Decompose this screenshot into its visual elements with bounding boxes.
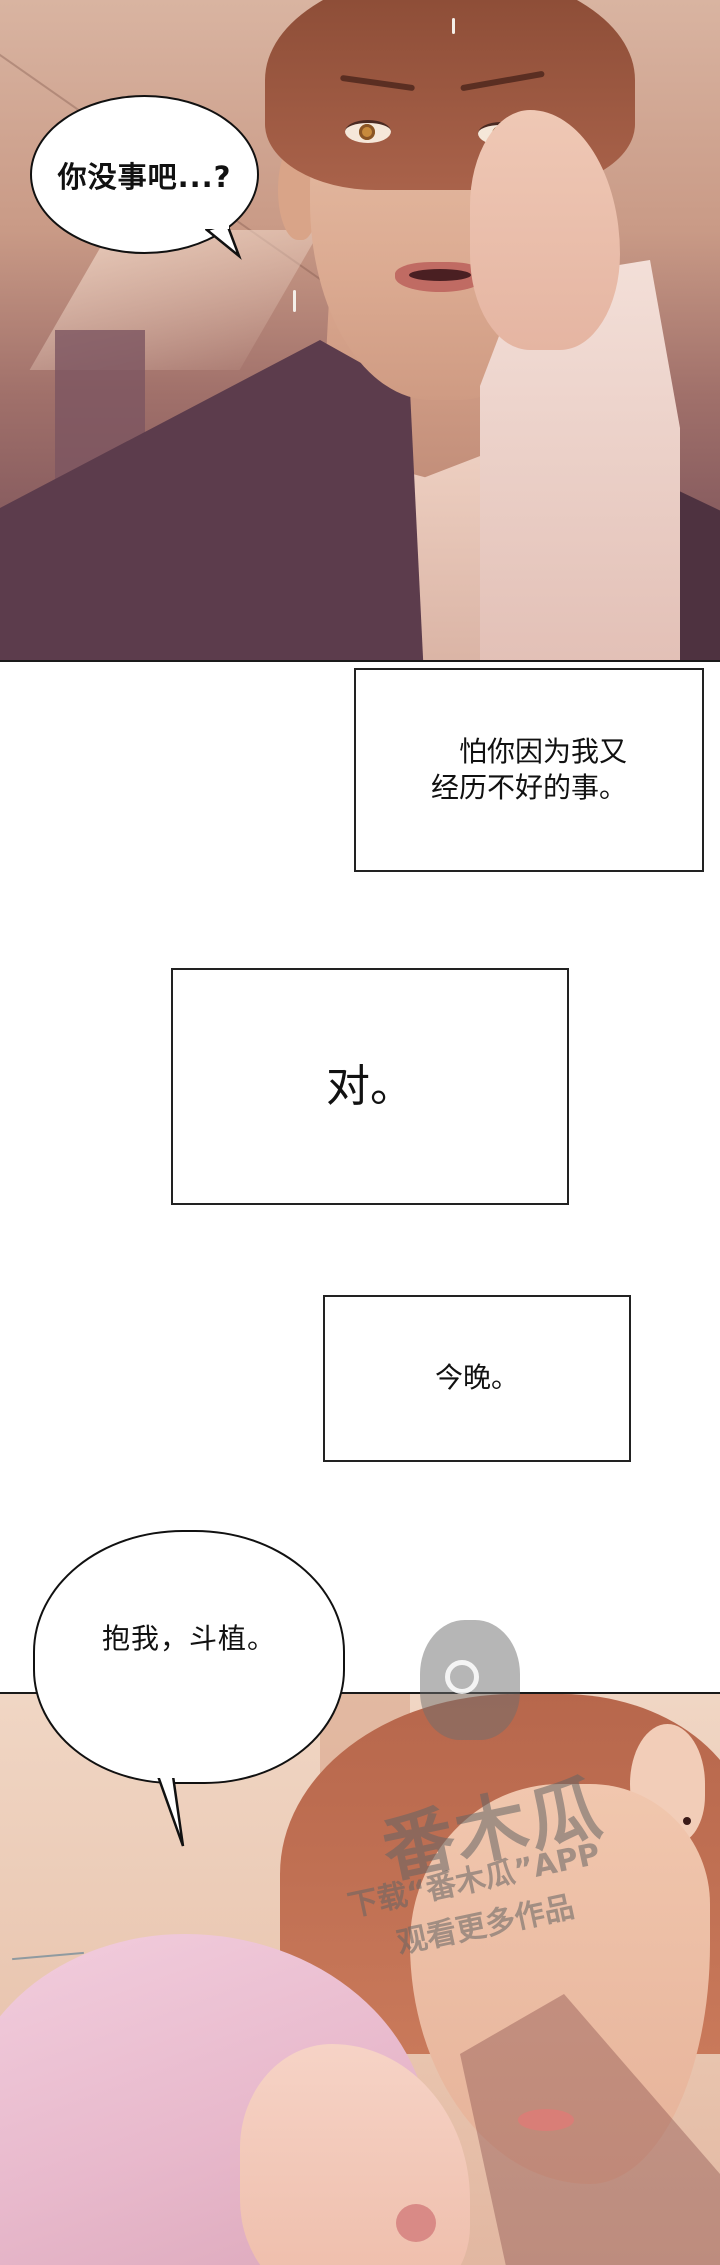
- caption-box-2: 对。: [171, 968, 569, 1205]
- caption-box-1: 怕你因为我又 经历不好的事。: [354, 668, 704, 872]
- caption-text: 怕你因为我又 经历不好的事。: [431, 734, 627, 807]
- comic-panel-1: 你没事吧...?: [0, 0, 720, 662]
- caption-box-3: 今晚。: [323, 1295, 631, 1462]
- caption-line: 经历不好的事。: [430, 771, 627, 804]
- eye-left: [345, 120, 391, 143]
- speech-bubble-text: 你没事吧...?: [57, 159, 232, 194]
- watermark-mascot-eye-icon: [445, 1660, 479, 1694]
- speech-bubble-tail: [205, 222, 242, 260]
- caption-text: 今晚。: [434, 1361, 519, 1395]
- character-1-face: [240, 2044, 470, 2265]
- speech-bubble: 抱我，斗植。: [33, 1530, 345, 1784]
- character-2-lips: [518, 2109, 574, 2131]
- sweat-drop: [293, 290, 296, 312]
- comic-panel-2: [0, 1692, 720, 2265]
- speech-bubble-tail: [155, 1770, 185, 1847]
- speech-bubble-text: 抱我，斗植。: [101, 1622, 276, 1655]
- caption-text: 对。: [326, 1060, 414, 1112]
- character-1-lips: [396, 2204, 436, 2242]
- speech-bubble: 你没事吧...?: [30, 95, 259, 254]
- caption-line: 怕你因为我又: [458, 734, 627, 768]
- earring: [683, 1817, 691, 1825]
- sweat-drop: [452, 18, 455, 34]
